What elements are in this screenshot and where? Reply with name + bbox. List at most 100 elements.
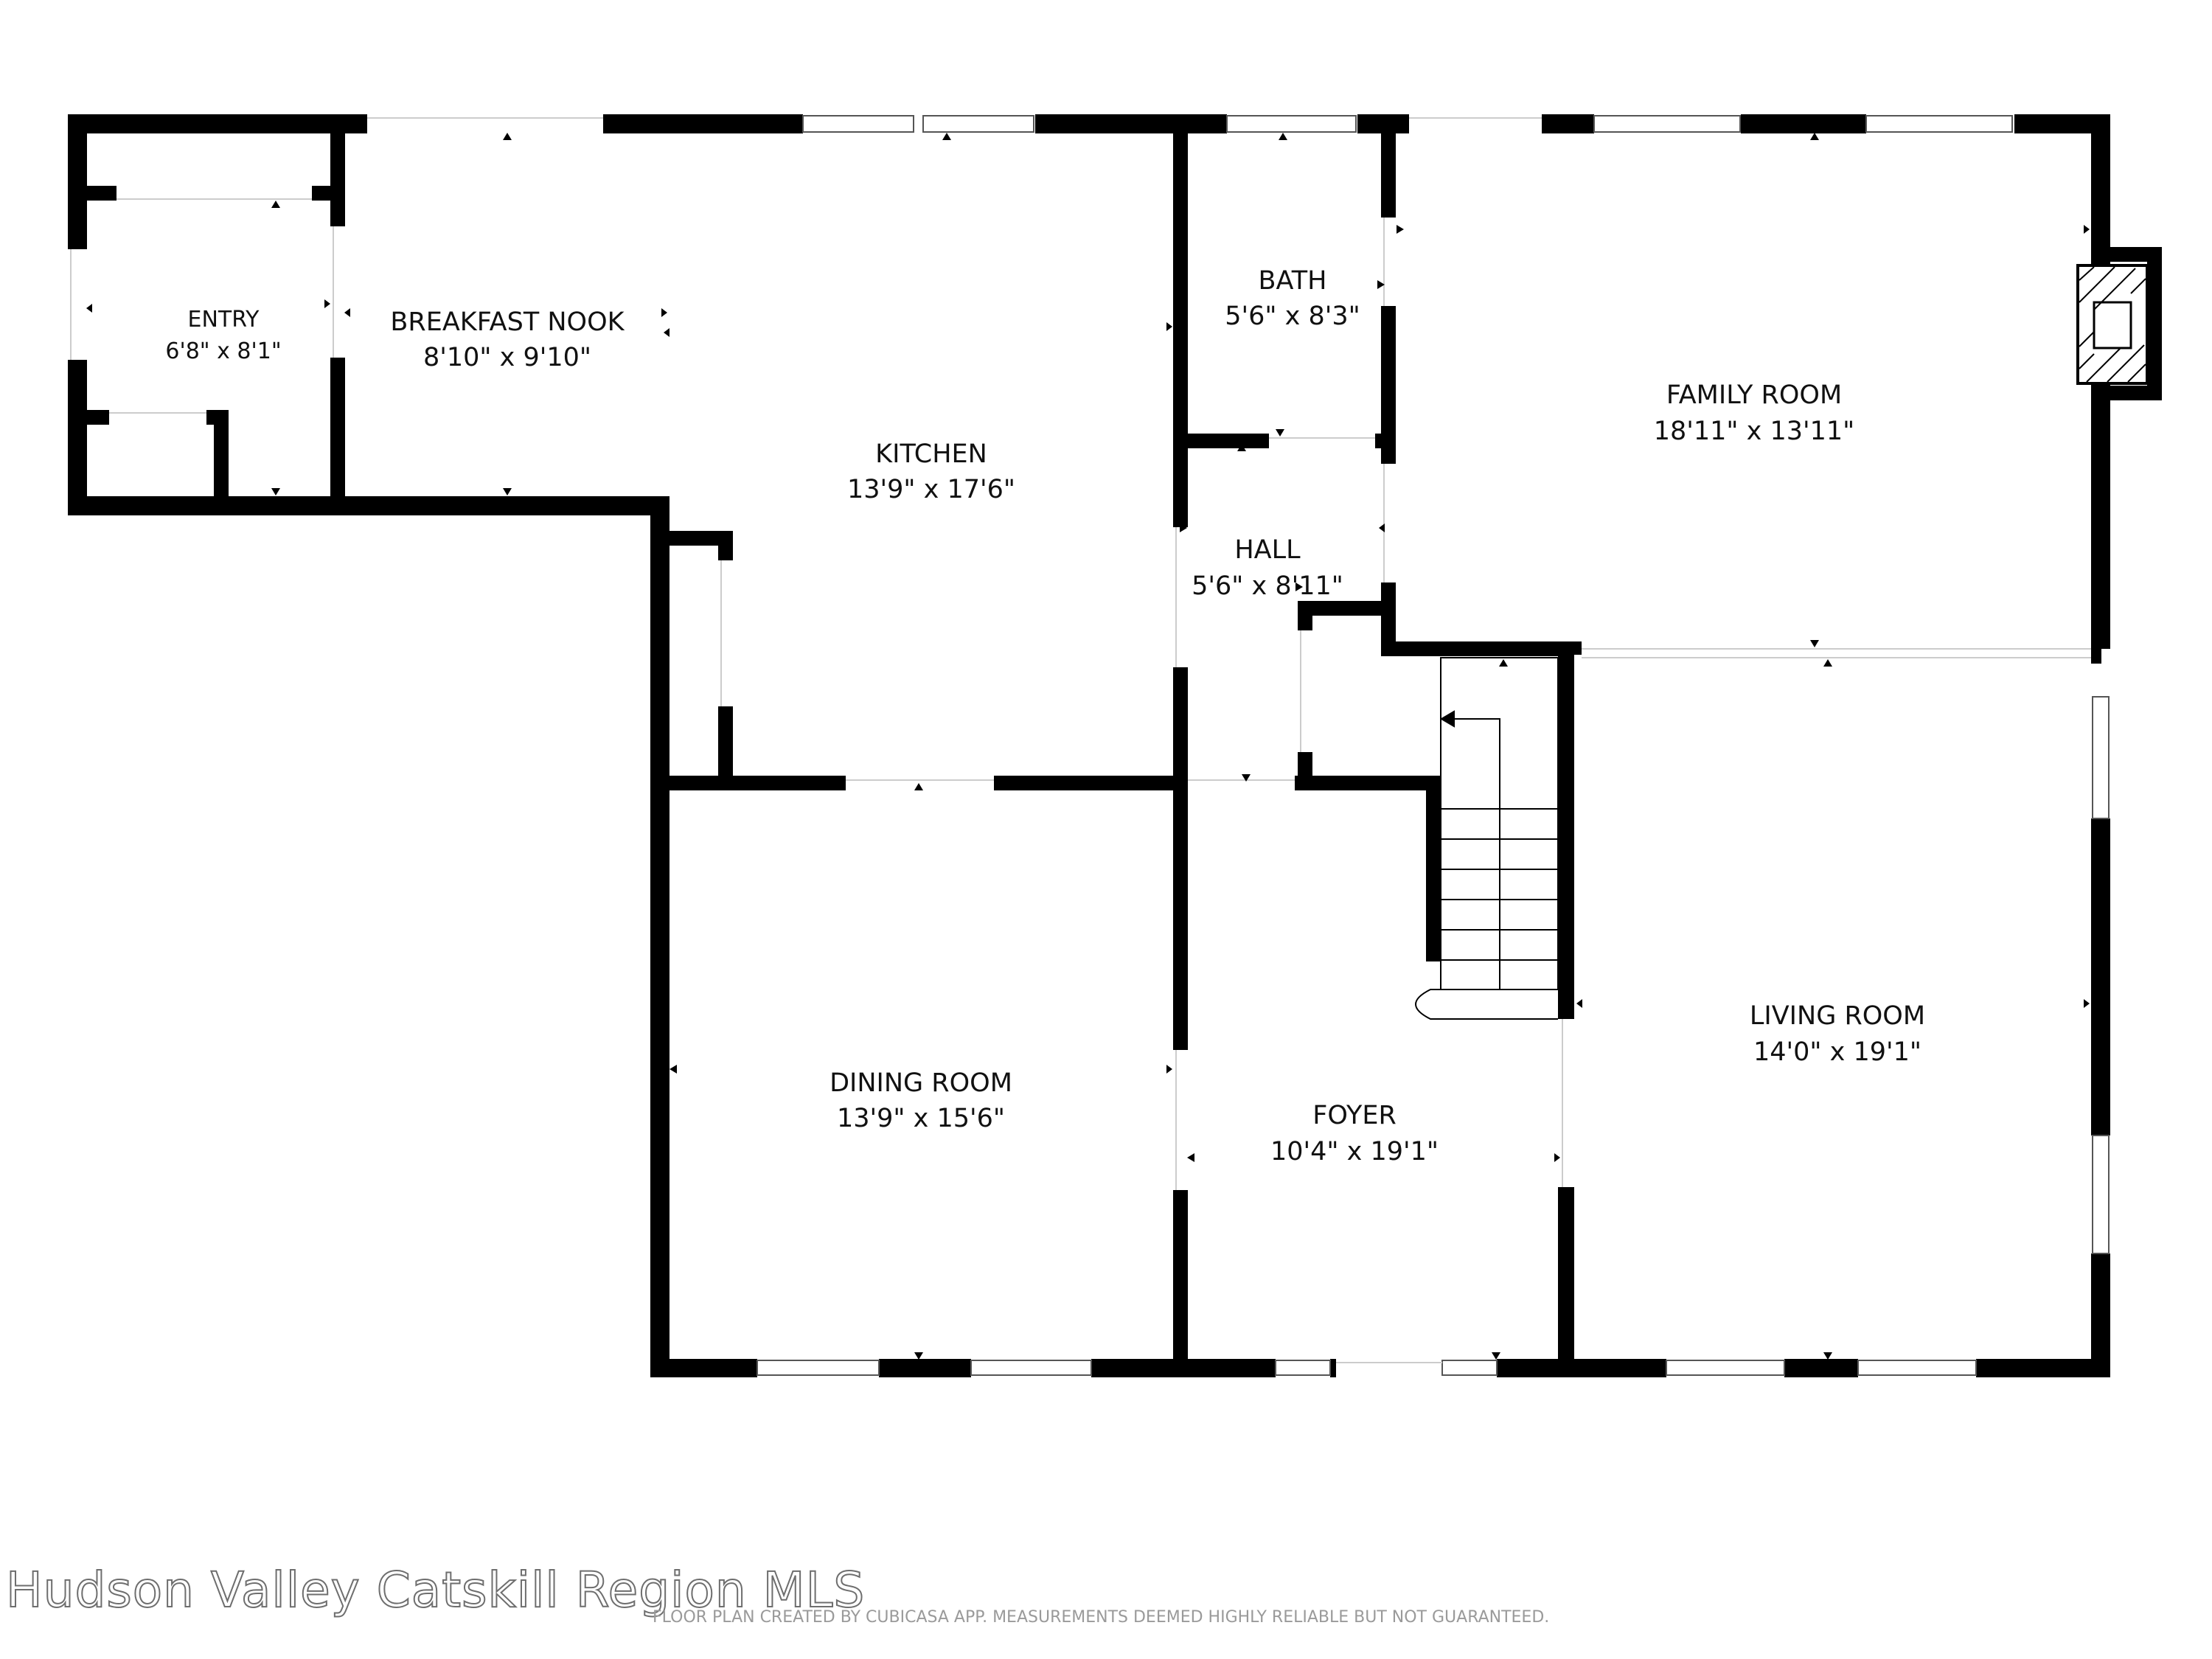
room-name-family-room: FAMILY ROOM	[1666, 380, 1842, 410]
hatch-line	[2079, 331, 2095, 347]
wall-hall-pocket-right	[1381, 582, 1396, 656]
window-living-right-1	[2092, 696, 2110, 819]
hatch-line	[2086, 347, 2121, 383]
marker	[86, 304, 92, 313]
wall-entry-right-upper	[330, 114, 345, 226]
window-foyer-2	[1441, 1360, 1498, 1376]
wall-bottom-6	[1784, 1359, 1858, 1377]
stair-bullnose	[1415, 989, 1558, 1020]
openings	[70, 117, 2091, 1363]
marker	[1180, 280, 1187, 289]
wall-entry-left-upper	[68, 114, 87, 249]
marker	[669, 1065, 677, 1074]
window-living-2	[1857, 1360, 1977, 1376]
marker	[942, 133, 951, 140]
marker	[1810, 640, 1819, 647]
marker	[1295, 582, 1303, 591]
window-foyer-1	[1275, 1360, 1331, 1376]
door-markers	[86, 133, 2090, 1360]
room-dims-bath: 5'6" x 8'3"	[1225, 302, 1360, 331]
wall-foyer-right-lower	[1558, 1187, 1574, 1377]
wall-top-1	[68, 114, 367, 133]
wall-bath-right	[1381, 114, 1396, 218]
marker	[914, 783, 923, 790]
wall-stair-right	[1558, 649, 1574, 1019]
wall-kitchen-notch-right-top	[718, 531, 733, 560]
watermark: Hudson Valley Catskill Region MLS	[5, 1561, 866, 1619]
staircase	[1415, 657, 1559, 1020]
wall-bottom-5	[1497, 1359, 1666, 1377]
marker	[344, 308, 350, 317]
marker	[1187, 1153, 1194, 1162]
marker	[1499, 659, 1508, 667]
wall-hall-pocket-top	[1298, 601, 1396, 616]
room-dims-entry: 6'8" x 8'1"	[165, 338, 281, 364]
wall-kitchen-right-upper	[1173, 114, 1188, 527]
room-labels: ENTRY 6'8" x 8'1" BREAKFAST NOOK 8'10" x…	[165, 266, 1925, 1166]
marker	[1379, 524, 1385, 532]
wall-top-2	[603, 114, 803, 133]
room-dims-living-room: 14'0" x 19'1"	[1753, 1037, 1921, 1067]
fireplace	[2076, 264, 2149, 385]
room-name-dining-room: DINING ROOM	[830, 1068, 1012, 1098]
marker	[1242, 774, 1251, 782]
room-dims-breakfast-nook: 8'10" x 9'10"	[423, 343, 591, 372]
wall-entry-left-lower	[68, 360, 87, 515]
wall-right-lower-2	[2091, 649, 2101, 664]
marker	[324, 299, 330, 308]
wall-right-mid	[2091, 818, 2110, 1135]
wall-bottom-1	[650, 1359, 757, 1377]
window-living-right-2	[2092, 1135, 2110, 1254]
room-dims-hall: 5'6" x 8'11"	[1192, 571, 1343, 601]
windows	[757, 115, 2110, 1376]
marker	[1397, 225, 1404, 234]
window-kitchen-2	[922, 115, 1034, 133]
hatch-line	[2079, 266, 2115, 303]
wall-bottom-3	[1091, 1359, 1276, 1377]
wall-family-bottom-left	[1381, 641, 1565, 656]
window-dining-2	[970, 1360, 1092, 1376]
wall-hall-pocket-left-2	[1298, 752, 1312, 790]
wall-dining-right-upper	[1173, 776, 1188, 1050]
marker	[503, 488, 512, 495]
wall-hall-pocket-left	[1298, 601, 1312, 630]
marker	[1576, 999, 1582, 1008]
wall-kitchen-notch-right-bottom	[718, 706, 733, 783]
wall-bath-bottom-2	[1375, 434, 1396, 448]
marker	[271, 201, 280, 208]
room-name-kitchen: KITCHEN	[875, 439, 987, 469]
stair-arrow-head	[1440, 710, 1455, 728]
marker	[1276, 429, 1284, 437]
window-dining-1	[757, 1360, 880, 1376]
room-dims-family-room: 18'11" x 13'11"	[1654, 417, 1855, 446]
wall-stair-left	[1426, 776, 1441, 961]
window-family-2	[1865, 115, 2013, 133]
marker	[1810, 133, 1819, 140]
wall-dining-left	[650, 496, 669, 1377]
wall-bottom-7	[1976, 1359, 2110, 1377]
disclaimer: FLOOR PLAN CREATED BY CUBICASA APP. MEAS…	[653, 1608, 1550, 1627]
wall-top-3	[1035, 114, 1227, 133]
wall-kitchen-dining-2	[994, 776, 1186, 790]
wall-bottom-4	[1330, 1359, 1336, 1377]
wall-right-lower	[2091, 1253, 2110, 1377]
window-bath	[1226, 115, 1357, 133]
wall-top-6	[1741, 114, 1866, 133]
wall-entry-right-lower	[330, 358, 345, 515]
hatch-line	[2130, 278, 2146, 294]
wall-entry-closet-top	[87, 410, 109, 425]
wall-kitchen-dining-1	[650, 776, 846, 790]
hatch-line	[2079, 353, 2095, 369]
fireplace-box	[2093, 301, 2132, 349]
wall-hall-bottom-right	[1295, 776, 1441, 790]
wall-dining-right-lower	[1173, 1190, 1188, 1377]
wall-entry-stub-right	[312, 186, 332, 201]
wall-bottom-2	[879, 1359, 971, 1377]
stair-arrow-line	[1453, 718, 1500, 990]
room-dims-foyer: 10'4" x 19'1"	[1270, 1137, 1439, 1166]
marker	[1237, 444, 1246, 451]
marker	[2084, 225, 2090, 234]
marker	[914, 1352, 923, 1360]
room-name-bath: BATH	[1259, 266, 1327, 296]
room-name-breakfast-nook: BREAKFAST NOOK	[390, 307, 625, 337]
